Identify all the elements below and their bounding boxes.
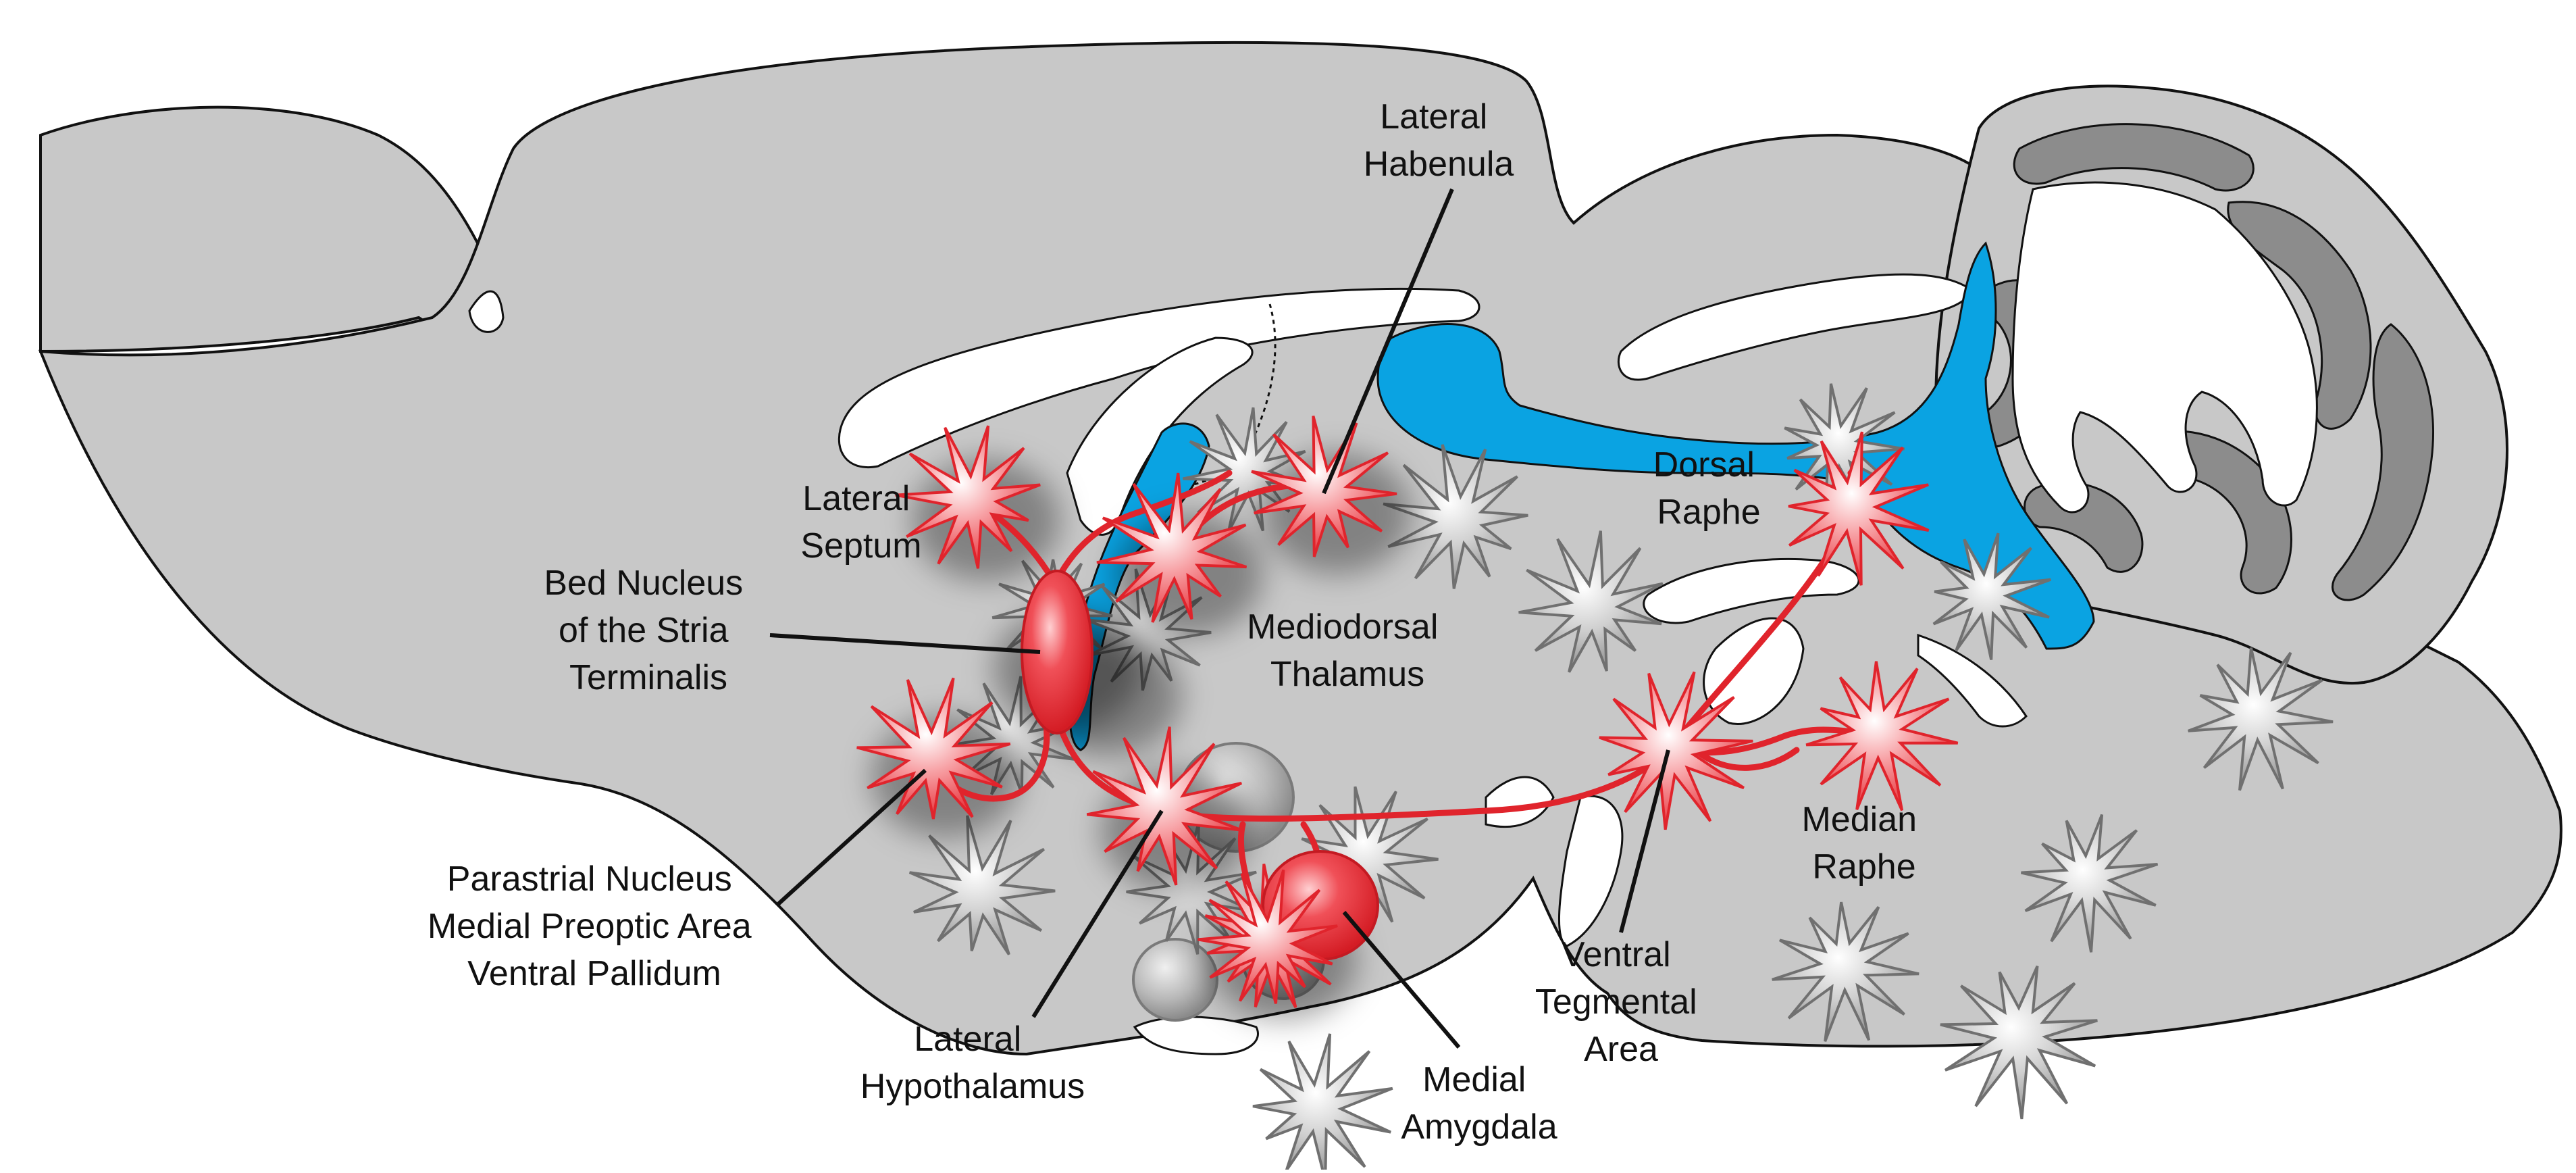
leader-medial-amygdala	[1342, 911, 1461, 1049]
lateral-septum-node-icon	[895, 425, 1041, 569]
leader-lateral-habenula	[1322, 188, 1454, 495]
gray-neuron-icon	[1940, 965, 2098, 1120]
leader-bnst	[769, 633, 1041, 654]
label-mediodorsal-thalamus: Mediodorsal Thalamus	[1247, 607, 1448, 694]
pathway-vta-to-mr-2	[1692, 747, 1800, 771]
arbor-vitae	[2011, 181, 2318, 514]
third-ventricle	[1376, 241, 2095, 650]
midbrain-tract	[1643, 557, 1860, 624]
corpus-callosum	[838, 287, 1480, 468]
gray-neuron-icon	[1772, 901, 1920, 1043]
cerebral-peduncle	[1558, 795, 1624, 947]
gray-neuron-icon	[908, 815, 1056, 955]
dorsal-raphe-node-icon	[1788, 431, 1930, 586]
pathway-lh-to-vta	[1158, 747, 1672, 822]
leader-vta	[1619, 749, 1670, 933]
gray-sphere-node	[1132, 938, 1218, 1022]
gray-neuron-icon	[1252, 1033, 1393, 1173]
active-nodes	[856, 416, 1959, 1008]
gray-neuron-icon	[2021, 814, 2159, 953]
label-bnst: Bed Nucleus of the Stria Terminalis	[544, 564, 752, 697]
leader-lines	[769, 188, 1670, 1049]
gray-neuron-icon	[2188, 647, 2334, 791]
parastrial-node-icon	[856, 677, 1011, 820]
median-raphe-node-icon	[1805, 661, 1959, 812]
optic-chiasm	[1133, 1016, 1259, 1055]
lateral-habenula-node-icon	[1251, 416, 1397, 557]
label-lateral-hypothalamus: Lateral Hypothalamus	[860, 1020, 1085, 1106]
mammillary-tract	[1703, 617, 1805, 725]
gray-neuron-icon	[1518, 530, 1664, 673]
label-vta: Ventral Tegmental Area	[1535, 935, 1707, 1069]
gray-neuron-icon	[1383, 444, 1528, 589]
region-labels: Lateral Habenula Lateral Septum Bed Nucl…	[428, 97, 1926, 1147]
leader-lateral-hypothalamus	[1031, 809, 1164, 1018]
gray-neuron-icon	[1932, 532, 2051, 660]
label-lateral-septum: Lateral Septum	[800, 479, 921, 566]
mediodorsal-thalamus-node-icon	[1096, 472, 1247, 623]
label-median-raphe: Median Raphe	[1801, 800, 1926, 887]
optic-tract	[1485, 776, 1555, 828]
label-parastrial: Parastrial Nucleus Medial Preoptic Area …	[428, 859, 761, 993]
anterior-commissure-tract	[468, 290, 505, 333]
pathway-bnst-to-mdt	[1047, 470, 1233, 598]
label-lateral-habenula: Lateral Habenula	[1364, 97, 1514, 184]
label-medial-amygdala: Medial Amygdala	[1401, 1060, 1557, 1147]
medial-amygdala-star-icon	[1197, 869, 1338, 1004]
lateral-hypothalamus-node-icon	[1086, 726, 1243, 886]
hippocampal-tract	[1617, 273, 1974, 381]
pons-tract	[1917, 633, 2028, 728]
vta-node-icon	[1599, 671, 1753, 830]
label-dorsal-raphe: Dorsal Raphe	[1653, 445, 1765, 532]
leader-parastrial	[775, 768, 927, 907]
